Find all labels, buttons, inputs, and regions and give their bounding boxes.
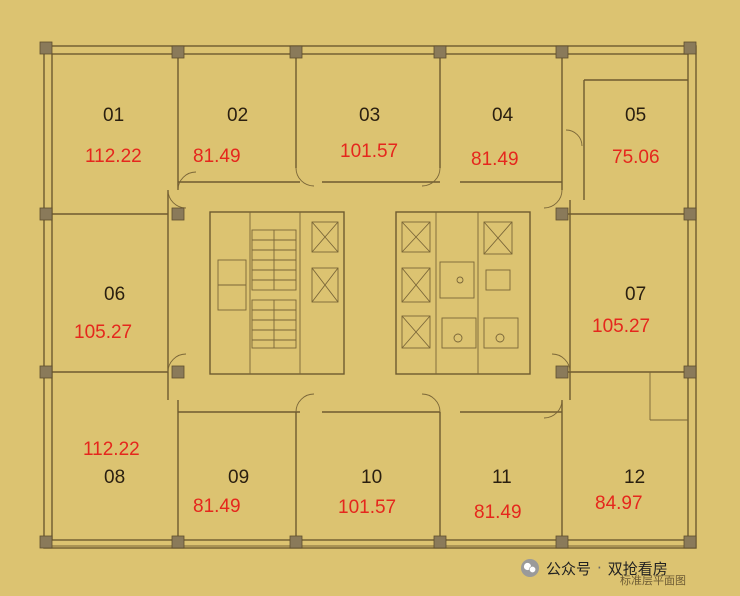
watermark-separator: · [597,559,602,577]
watermark-name: 双抢看房 [607,559,668,578]
room-12-number: 12 [624,467,645,488]
core-right [395,211,531,375]
watermark: 公众号 · 双抢看房 [520,556,668,580]
elevator-shafts-right [401,221,513,349]
room-labels: 01 112.22 02 81.49 03 101.57 04 81.49 05… [74,105,660,523]
stair-left [251,229,297,349]
plan-subtitle: 标准层平面图 [620,574,686,587]
room-07-area: 105.27 [592,316,650,337]
structural-columns [39,41,697,549]
room-04-number: 04 [492,105,514,126]
watermark-label: 公众号 [546,559,592,578]
room-09-area: 81.49 [193,496,241,517]
room-03-number: 03 [359,105,380,126]
room-01-area: 112.22 [85,146,142,167]
room-05-number: 05 [625,105,646,126]
washrooms [439,261,519,349]
core-left [209,211,345,375]
room-07-number: 07 [625,284,646,305]
room-05-area: 75.06 [612,147,660,168]
room-10-number: 10 [361,467,382,488]
room-04-area: 81.49 [471,149,519,170]
outer-walls [43,45,697,549]
room-partitions [52,54,688,540]
wechat-icon [521,559,539,577]
room-11-number: 11 [492,467,512,488]
room-08-number: 08 [104,467,125,488]
room-09-number: 09 [228,467,249,488]
room-10-area: 101.57 [338,497,396,518]
room-08-area: 112.22 [83,439,140,460]
room-02-area: 81.49 [193,146,241,167]
room-03-area: 101.57 [340,141,398,162]
room-02-number: 02 [227,105,248,126]
room-12-area: 84.97 [595,493,643,514]
room-11-area: 81.49 [474,502,522,523]
room-06-area: 105.27 [74,322,132,343]
room-06-number: 06 [104,284,125,305]
room-01-number: 01 [103,105,124,126]
elevator-shafts-left [311,221,339,303]
